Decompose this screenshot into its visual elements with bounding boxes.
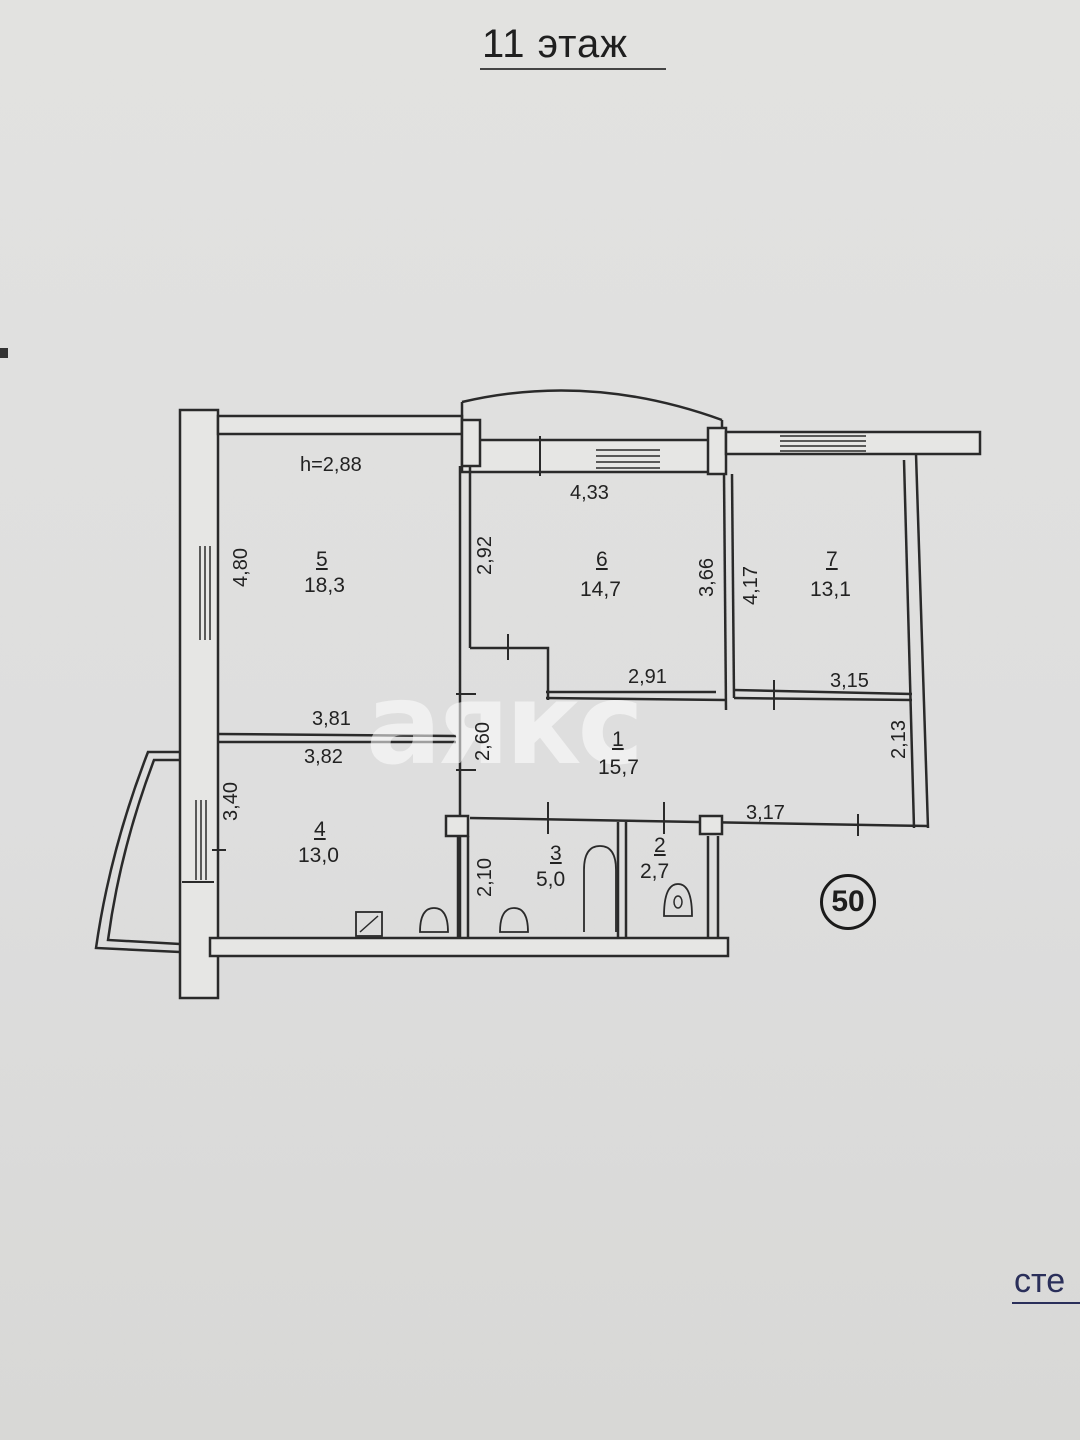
wall-5-4 xyxy=(217,732,457,738)
bath-column xyxy=(444,814,470,838)
dim-room7-width: 3,15 xyxy=(830,670,869,692)
corner-underline xyxy=(1012,1302,1080,1304)
dim-room5-width: 3,81 xyxy=(312,708,351,730)
sink-room3 xyxy=(499,907,529,933)
watermark: аякс xyxy=(366,660,644,790)
room-1-number: 1 xyxy=(612,728,624,751)
dim-room7-height: 4,17 xyxy=(739,566,762,605)
top-wall-room6 xyxy=(460,438,714,474)
bottom-outer-wall xyxy=(208,936,730,958)
edge-mark xyxy=(0,348,8,358)
dim-room6-height-left: 2,92 xyxy=(473,536,496,575)
dim-hall-height: 2,60 xyxy=(471,722,494,761)
ceiling-height-label: h=2,88 xyxy=(300,454,362,476)
room-1-area: 15,7 xyxy=(598,756,639,779)
column-right xyxy=(706,426,728,476)
room-4-area: 13,0 xyxy=(298,844,339,867)
dim-hall-width-mid: 2,91 xyxy=(628,666,667,688)
apartment-number-badge: 50 xyxy=(820,874,876,930)
window-room4 xyxy=(195,800,207,880)
left-outer-wall xyxy=(178,408,220,1000)
toilet xyxy=(663,883,693,917)
room-3-area: 5,0 xyxy=(536,868,566,891)
room-6-area: 14,7 xyxy=(580,578,621,601)
title-underline xyxy=(480,68,666,70)
right-outer-wall xyxy=(914,453,930,829)
heater-fixture xyxy=(355,911,383,937)
dim-bath-height: 2,10 xyxy=(473,858,496,897)
left-balcony xyxy=(94,750,181,954)
room-5-number: 5 xyxy=(316,548,328,571)
column-left xyxy=(460,418,482,468)
room-3-number: 3 xyxy=(550,842,562,865)
bathtub xyxy=(583,845,617,932)
wc-column xyxy=(698,814,724,836)
door-ticks xyxy=(182,436,859,883)
window-room5 xyxy=(199,546,211,640)
room-4-number: 4 xyxy=(314,818,326,841)
dim-room4-height: 3,40 xyxy=(219,782,242,821)
dim-room6-height-right: 3,66 xyxy=(695,558,718,597)
dim-room6-width: 4,33 xyxy=(570,482,609,504)
dim-room4-width: 3,82 xyxy=(304,746,343,768)
room-7-area: 13,1 xyxy=(810,578,851,601)
room-2-number: 2 xyxy=(654,834,666,857)
sink-room4 xyxy=(419,907,449,933)
window-room7 xyxy=(780,435,866,452)
dim-room5-height: 4,80 xyxy=(229,548,252,587)
balcony-arc xyxy=(461,389,723,422)
dim-hall-bottom-width: 3,17 xyxy=(746,802,785,824)
top-wall-room5 xyxy=(216,414,464,436)
wall-6-7 xyxy=(722,473,728,711)
room-5-area: 18,3 xyxy=(304,574,345,597)
page-title: 11 этаж xyxy=(482,22,629,66)
walls xyxy=(94,389,982,1000)
room-2-area: 2,7 xyxy=(640,860,670,883)
room-7-number: 7 xyxy=(826,548,838,571)
room-6-number: 6 xyxy=(596,548,608,571)
dim-hall-right-height: 2,13 xyxy=(887,720,910,759)
wall-7-hall xyxy=(733,688,913,696)
top-wall-room7 xyxy=(724,430,982,456)
window-room6 xyxy=(596,449,660,469)
corner-text: сте xyxy=(1014,1262,1066,1300)
